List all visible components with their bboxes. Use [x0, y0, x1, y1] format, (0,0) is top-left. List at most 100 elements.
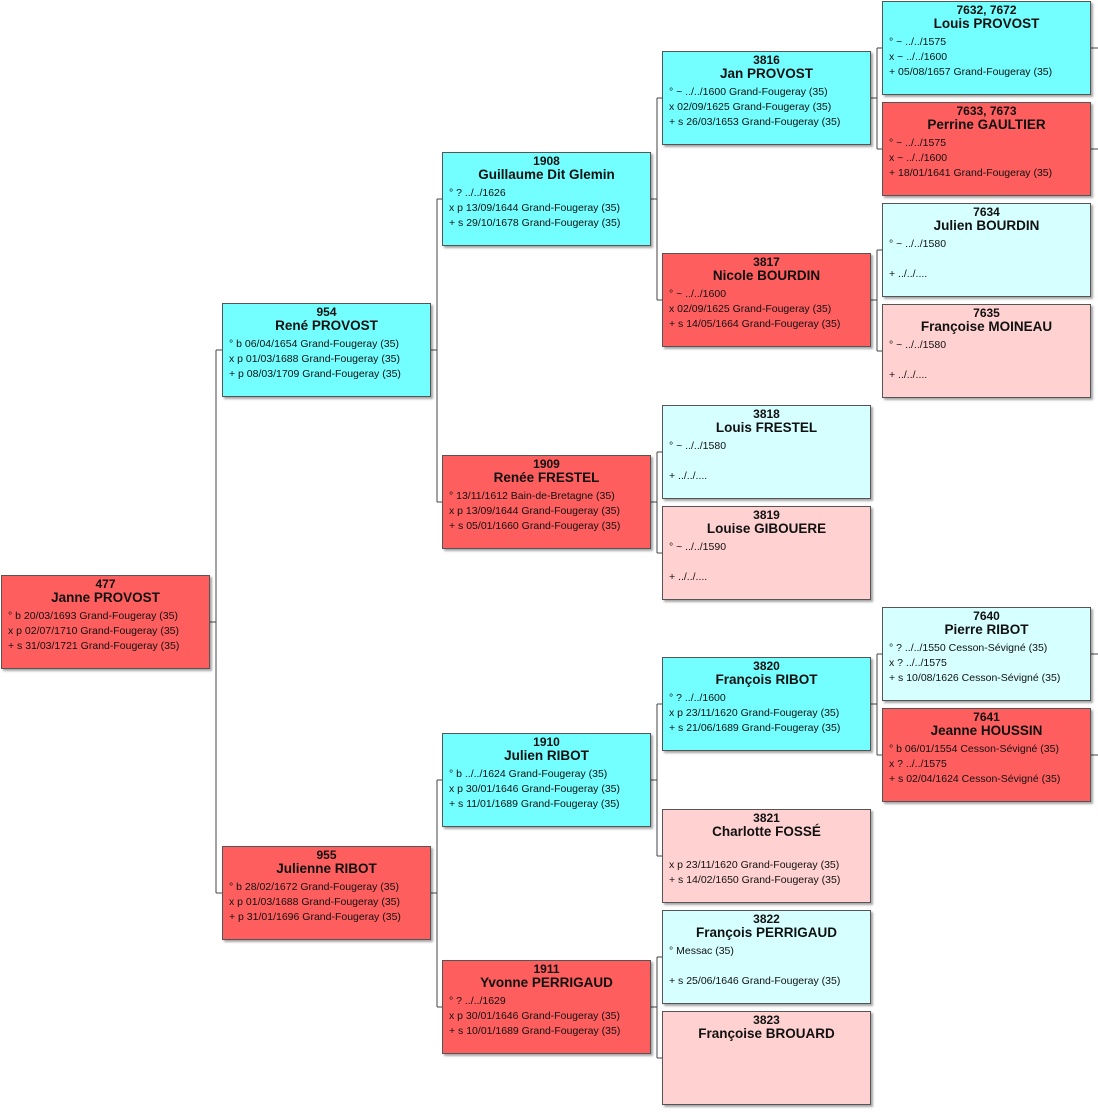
marriage-line: x p 01/03/1688 Grand-Fougeray (35) [229, 896, 401, 908]
person-name: Françoise MOINEAU [920, 319, 1053, 334]
marriage-line: x ? ../../1575 [889, 758, 947, 770]
person-card-7635[interactable]: 7635 Françoise MOINEAU ° ~ ../../1580 + … [882, 304, 1091, 398]
birth-line: ° Messac (35) [669, 945, 734, 957]
person-name: Yvonne PERRIGAUD [480, 975, 613, 990]
person-card-7632[interactable]: 7632, 7672 Louis PROVOST ° ~ ../../1575 … [882, 1, 1091, 95]
birth-line: ° ~ ../../1575 [889, 36, 947, 48]
birth-line: ° ? ../../1629 [449, 995, 506, 1007]
sosa-number: 955 [316, 848, 337, 862]
person-name: Nicole BOURDIN [712, 268, 821, 283]
marriage-line: x ~ ../../1600 [889, 152, 948, 164]
person-card-954[interactable]: 954 René PROVOST ° b 06/04/1654 Grand-Fo… [222, 303, 431, 397]
birth-line: ° ? ../../1626 [449, 187, 506, 199]
marriage-line: x p 13/09/1644 Grand-Fougeray (35) [449, 202, 621, 214]
sosa-number: 1908 [533, 154, 560, 168]
marriage-line: x p 23/11/1620 Grand-Fougeray (35) [669, 859, 840, 871]
death-line: + s 29/10/1678 Grand-Fougeray (35) [449, 217, 621, 229]
person-name: René PROVOST [275, 318, 378, 333]
person-card-3816[interactable]: 3816 Jan PROVOST ° ~ ../../1600 Grand-Fo… [662, 51, 871, 145]
person-name: Perrine GAULTIER [927, 117, 1046, 132]
person-card-1908[interactable]: 1908 Guillaume Dit Glemin ° ? ../../1626… [442, 152, 651, 246]
marriage-line: x 02/09/1625 Grand-Fougeray (35) [669, 303, 832, 315]
death-line: + p 31/01/1696 Grand-Fougeray (35) [229, 911, 401, 923]
sosa-number: 7640 [973, 609, 1000, 623]
death-line: + ../../.... [889, 369, 928, 381]
marriage-line: x p 30/01/1646 Grand-Fougeray (35) [449, 783, 621, 795]
sosa-number: 3822 [753, 912, 780, 926]
sosa-number: 3823 [753, 1013, 780, 1027]
person-card-3819[interactable]: 3819 Louise GIBOUERE ° ~ ../../1590 + ..… [662, 506, 871, 600]
person-card-1909[interactable]: 1909 Renée FRESTEL ° 13/11/1612 Bain-de-… [442, 455, 651, 549]
death-line: + 05/08/1657 Grand-Fougeray (35) [889, 66, 1053, 78]
person-card-7640[interactable]: 7640 Pierre RIBOT ° ? ../../1550 Cesson-… [882, 607, 1091, 701]
person-card-955[interactable]: 955 Julienne RIBOT ° b 28/02/1672 Grand-… [222, 846, 431, 940]
death-line: + ../../.... [669, 470, 708, 482]
person-card-3820[interactable]: 3820 François RIBOT ° ? ../../1600 x p 2… [662, 657, 871, 751]
person-card-1911[interactable]: 1911 Yvonne PERRIGAUD ° ? ../../1629 x p… [442, 960, 651, 1054]
birth-line: ° ? ../../1600 [669, 692, 726, 704]
death-line: + s 14/05/1664 Grand-Fougeray (35) [669, 318, 841, 330]
person-card-3818[interactable]: 3818 Louis FRESTEL ° ~ ../../1580 + ../.… [662, 405, 871, 499]
sosa-number: 1909 [533, 457, 560, 471]
person-card-7641[interactable]: 7641 Jeanne HOUSSIN ° b 06/01/1554 Cesso… [882, 708, 1091, 802]
person-card-477[interactable]: 477 Janne PROVOST ° b 20/03/1693 Grand-F… [1, 575, 210, 669]
marriage-line [669, 1060, 870, 1075]
death-line: + p 08/03/1709 Grand-Fougeray (35) [229, 368, 401, 380]
death-line [669, 1075, 870, 1090]
marriage-line: x ~ ../../1600 [889, 51, 948, 63]
death-line: + s 25/06/1646 Grand-Fougeray (35) [669, 975, 841, 987]
birth-line: ° ~ ../../1580 [889, 238, 947, 250]
sosa-number: 7635 [973, 306, 1000, 320]
birth-line [669, 1045, 870, 1060]
sosa-number: 477 [95, 577, 116, 591]
person-card-7633[interactable]: 7633, 7673 Perrine GAULTIER ° ~ ../../15… [882, 102, 1091, 196]
marriage-line [669, 959, 870, 974]
marriage-line: x 02/09/1625 Grand-Fougeray (35) [669, 101, 832, 113]
birth-line: ° ~ ../../1580 [669, 440, 727, 452]
marriage-line: x p 02/07/1710 Grand-Fougeray (35) [8, 625, 180, 637]
birth-line: ° ~ ../../1600 [669, 288, 727, 300]
person-card-3822[interactable]: 3822 François PERRIGAUD ° Messac (35) + … [662, 910, 871, 1004]
sosa-number: 7633, 7673 [956, 104, 1017, 118]
sosa-number: 3816 [753, 53, 780, 67]
person-name: Louis FRESTEL [715, 420, 818, 435]
person-name: Jeanne HOUSSIN [930, 723, 1043, 738]
marriage-line: x p 13/09/1644 Grand-Fougeray (35) [449, 505, 621, 517]
person-card-3817[interactable]: 3817 Nicole BOURDIN ° ~ ../../1600 x 02/… [662, 253, 871, 347]
sosa-number: 3819 [753, 508, 780, 522]
sosa-number: 3817 [753, 255, 780, 269]
person-name: Guillaume Dit Glemin [478, 167, 615, 182]
death-line: + 18/01/1641 Grand-Fougeray (35) [889, 167, 1053, 179]
death-line: + s 31/03/1721 Grand-Fougeray (35) [8, 640, 180, 652]
birth-line: ° ~ ../../1580 [889, 339, 947, 351]
person-name: Pierre RIBOT [944, 622, 1029, 637]
person-card-3821[interactable]: 3821 Charlotte FOSSÉ x p 23/11/1620 Gran… [662, 809, 871, 903]
person-card-7634[interactable]: 7634 Julien BOURDIN ° ~ ../../1580 + ../… [882, 203, 1091, 297]
sosa-number: 7634 [973, 205, 1000, 219]
death-line: + s 05/01/1660 Grand-Fougeray (35) [449, 520, 621, 532]
death-line: + s 10/01/1689 Grand-Fougeray (35) [449, 1025, 621, 1037]
birth-line: ° b ../../1624 Grand-Fougeray (35) [449, 768, 608, 780]
death-line: + s 11/01/1689 Grand-Fougeray (35) [449, 798, 620, 810]
person-card-3823[interactable]: 3823 Françoise BROUARD [662, 1011, 871, 1105]
sosa-number: 7632, 7672 [956, 3, 1017, 17]
birth-line: ° 13/11/1612 Bain-de-Bretagne (35) [449, 490, 615, 502]
person-name: Françoise BROUARD [698, 1026, 835, 1041]
sosa-number: 7641 [973, 710, 1000, 724]
birth-line: ° b 06/01/1554 Cesson-Sévigné (35) [889, 743, 1059, 755]
person-name: Renée FRESTEL [493, 470, 600, 485]
death-line: + s 14/02/1650 Grand-Fougeray (35) [669, 874, 841, 886]
marriage-line: x ? ../../1575 [889, 657, 947, 669]
marriage-line [669, 555, 870, 570]
birth-line: ° ~ ../../1575 [889, 137, 947, 149]
birth-line: ° b 28/02/1672 Grand-Fougeray (35) [229, 881, 399, 893]
death-line: + ../../.... [889, 268, 928, 280]
person-name: Louise GIBOUERE [706, 521, 827, 536]
person-card-1910[interactable]: 1910 Julien RIBOT ° b ../../1624 Grand-F… [442, 733, 651, 827]
sosa-number: 3818 [753, 407, 780, 421]
birth-line: ° b 06/04/1654 Grand-Fougeray (35) [229, 338, 399, 350]
death-line: + ../../.... [669, 571, 708, 583]
person-name: Julienne RIBOT [276, 861, 377, 876]
person-name: Charlotte FOSSÉ [712, 824, 821, 839]
